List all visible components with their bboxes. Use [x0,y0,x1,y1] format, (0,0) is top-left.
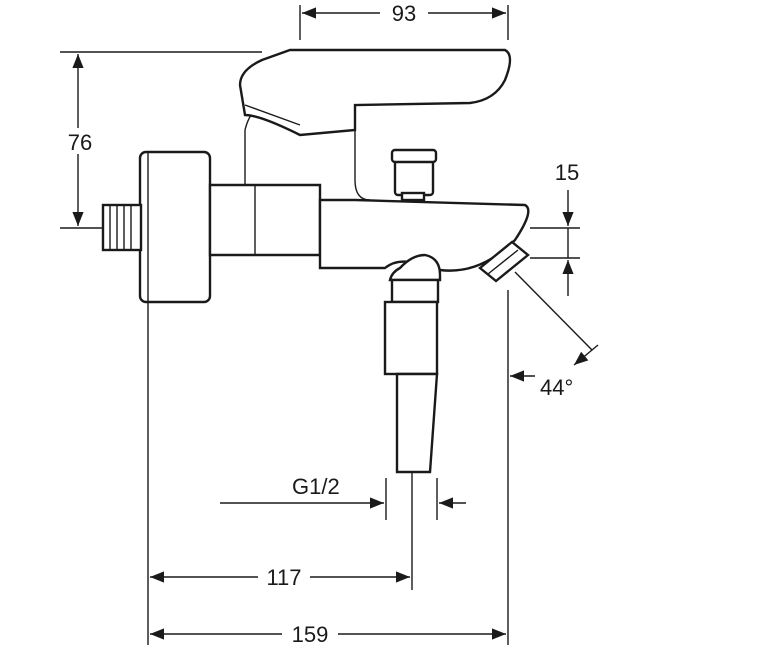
aerator-groove [487,249,519,275]
dim-line-angle [573,344,599,366]
extension-lines [60,5,593,645]
faucet-body [101,48,530,474]
hose-nut [390,278,440,304]
label-height: 76 [68,130,92,155]
label-angle: 44° [540,375,573,400]
dimension-labels: 93 76 15 44° G1/2 117 159 [60,0,579,648]
handle-bevel [244,104,301,126]
hose [395,372,439,474]
diverter-stem [400,191,426,202]
thread-lines [109,205,132,250]
wall-rosette [138,150,212,304]
label-thread: G1/2 [292,474,340,499]
label-overall-length: 159 [292,622,329,647]
threaded-inlet [101,203,143,252]
label-spout-drop: 15 [555,160,579,185]
lever-handle [238,48,512,137]
hose-collar [383,300,439,376]
label-top-width: 93 [392,1,416,26]
diverter-cap [390,148,438,164]
valve-cylinder [208,183,322,257]
hose-connector-top [388,253,442,282]
label-inlet-to-outlet: 117 [266,565,301,590]
